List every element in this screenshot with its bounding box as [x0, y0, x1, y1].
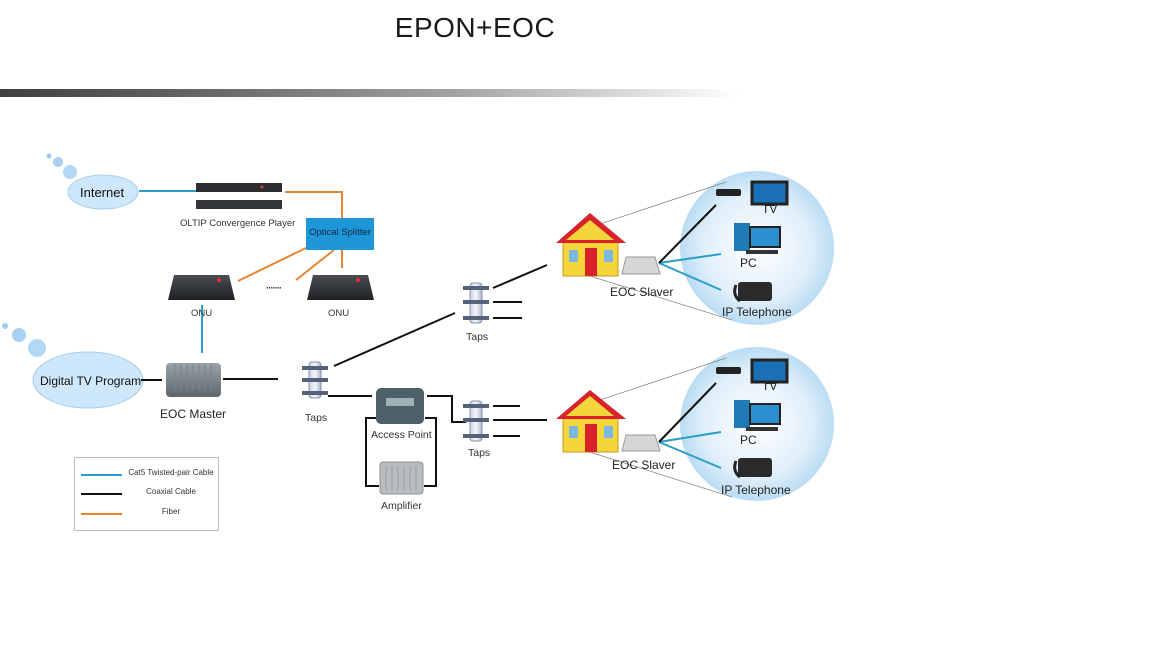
optical-splitter-label: Optical Splitter — [309, 227, 371, 238]
onu-left-label: ONU — [191, 308, 213, 319]
cat5-cables — [139, 190, 722, 469]
taps-upper-device[interactable] — [463, 282, 489, 324]
pc-1-label: PC — [740, 256, 757, 270]
onu-right-device[interactable] — [307, 275, 374, 300]
set-top-box-1-icon — [716, 189, 741, 196]
optical-splitter[interactable]: Optical Splitter — [306, 218, 374, 250]
internet-cloud — [46, 153, 139, 210]
eoc-slaver-2-device[interactable] — [621, 434, 661, 452]
tv-1-icon — [750, 180, 789, 206]
coax-cables — [141, 204, 717, 487]
legend-label-fiber: Fiber — [161, 507, 181, 516]
onu-left-device[interactable] — [168, 275, 235, 300]
taps-main-device[interactable] — [302, 361, 328, 399]
ip-phone-2-icon — [733, 458, 772, 479]
taps-upper-label: Taps — [466, 331, 489, 343]
eoc-slaver-2-label: EOC Slaver — [612, 458, 676, 472]
fiber-cables — [237, 191, 343, 282]
eoc-slaver-1-label: EOC Slaver — [610, 285, 674, 299]
pc-1-icon — [734, 223, 781, 254]
olt-device[interactable] — [196, 183, 282, 209]
set-top-box-2-icon — [716, 367, 741, 374]
legend-swatch-cat5 — [81, 474, 122, 476]
eoc-master-device[interactable] — [166, 363, 221, 397]
legend-label-coax: Coaxial Cable — [146, 487, 196, 496]
header-divider — [0, 89, 740, 97]
legend: Cat5 Twisted-pair Cable Coaxial Cable Fi… — [74, 457, 219, 531]
internet-label: Internet — [80, 185, 125, 200]
access-point-label: Access Point — [371, 429, 432, 441]
page-title: EPON+EOC — [394, 12, 556, 43]
tv-1-label: TV — [762, 202, 778, 216]
legend-swatch-coax — [81, 493, 122, 495]
amplifier-device[interactable] — [379, 461, 424, 495]
house-1-icon — [556, 213, 626, 277]
taps-main-label: Taps — [305, 412, 328, 424]
digital-tv-label: Digital TV Program — [40, 374, 142, 388]
home-link-lines — [579, 181, 733, 498]
taps-lower-device[interactable] — [463, 400, 489, 442]
eoc-slaver-1-device[interactable] — [621, 256, 661, 275]
ip-phone-1-icon — [733, 282, 772, 303]
onu-right-label: ONU — [328, 308, 350, 319]
taps-lower-label: Taps — [468, 447, 491, 459]
ip-phone-2-label: IP Telephone — [721, 483, 791, 497]
legend-swatch-fiber — [81, 513, 122, 515]
amplifier-label: Amplifier — [381, 500, 422, 512]
legend-label-cat5: Cat5 Twisted-pair Cable — [128, 468, 214, 477]
eoc-master-label: EOC Master — [160, 407, 227, 421]
olt-label: OLTIP Convergence Player — [180, 218, 296, 229]
pc-2-icon — [734, 400, 781, 431]
ip-phone-1-label: IP Telephone — [722, 305, 792, 319]
pc-2-label: PC — [740, 433, 757, 447]
access-point-device[interactable] — [376, 388, 424, 424]
tv-2-icon — [750, 358, 789, 384]
digital-tv-cloud — [2, 323, 144, 409]
legend-item-fiber: Fiber — [75, 507, 218, 521]
legend-item-coax: Coaxial Cable — [75, 487, 218, 501]
legend-item-cat5: Cat5 Twisted-pair Cable — [75, 468, 218, 482]
tv-2-label: TV — [762, 379, 778, 393]
onu-ellipsis: ······· — [266, 283, 282, 294]
house-2-icon — [556, 390, 626, 453]
